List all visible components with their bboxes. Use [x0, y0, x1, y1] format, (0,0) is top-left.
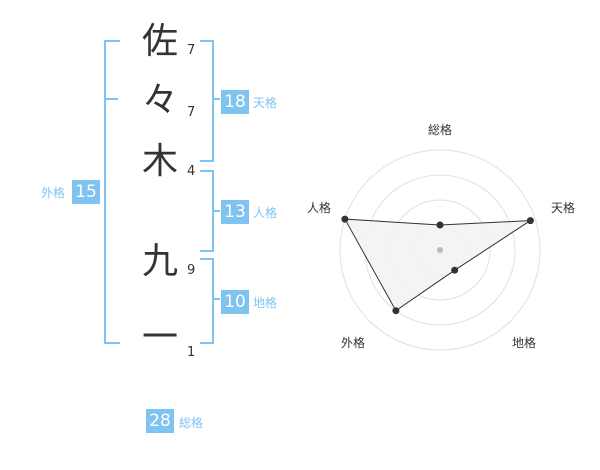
radar-point-4 [341, 215, 349, 223]
jinkaku-value: 13 [221, 200, 249, 224]
stroke-count-4: 9 [187, 263, 196, 278]
gaikaku-value: 15 [72, 180, 100, 204]
name-char-1: 佐 [141, 21, 178, 62]
radar-center-point [437, 247, 443, 253]
soukaku-label: 総格 [179, 416, 204, 430]
radar-point-0 [436, 221, 444, 229]
name-char-4: 九 [141, 241, 178, 282]
jinkaku-bracket-tick [212, 210, 220, 212]
gaikaku-bracket-tick [104, 98, 118, 100]
chikaku-label: 地格 [253, 296, 278, 310]
radar-point-2 [451, 266, 459, 274]
tenkaku-bracket-tick [212, 98, 220, 100]
tenkaku-bracket [200, 40, 214, 162]
radar-label-jinkaku: 人格 [307, 201, 332, 215]
stroke-count-2: 7 [187, 105, 196, 120]
radar-label-soukaku: 総格 [428, 123, 453, 137]
chikaku-bracket [200, 258, 214, 344]
radar-point-1 [526, 217, 534, 225]
radar-label-chikaku: 地格 [512, 336, 537, 350]
radar-series-polygon [344, 218, 533, 312]
stroke-count-3: 4 [187, 164, 196, 179]
radar-label-gaikaku: 外格 [341, 336, 366, 350]
soukaku-value: 28 [146, 409, 174, 433]
name-char-5: 一 [141, 317, 178, 358]
chikaku-value: 10 [221, 290, 249, 314]
gaikaku-label: 外格 [41, 186, 66, 200]
name-char-3: 木 [141, 141, 178, 182]
radar-ring [339, 149, 541, 351]
radar-label-tenkaku: 天格 [551, 201, 576, 215]
stroke-count-1: 7 [187, 43, 196, 58]
stroke-count-5: 1 [187, 345, 196, 360]
gaikaku-bracket [104, 40, 120, 344]
tenkaku-value: 18 [221, 90, 249, 114]
jinkaku-label: 人格 [253, 206, 278, 220]
tenkaku-label: 天格 [253, 96, 278, 110]
name-char-2: 々 [141, 80, 178, 121]
chikaku-bracket-tick [212, 298, 220, 300]
radar-point-3 [392, 307, 400, 315]
